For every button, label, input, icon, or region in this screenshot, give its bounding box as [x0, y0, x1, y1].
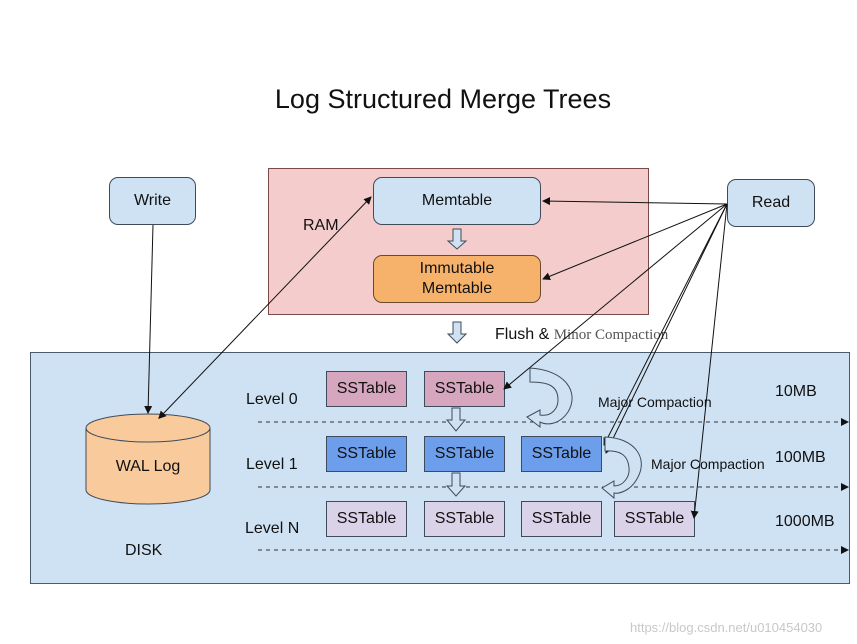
write-to-wal-arrow: [144, 224, 154, 414]
sstable-leveln-3: SSTable: [521, 501, 602, 537]
flush-arrow: [446, 321, 468, 344]
major-compaction-label-1: Major Compaction: [598, 394, 712, 410]
memtable-node: Memtable: [373, 177, 541, 225]
read-to-level1-arrow-2: [605, 203, 728, 454]
sstable-leveln-1: SSTable: [326, 501, 407, 537]
sstable-level1-3: SSTable: [521, 436, 602, 472]
read-node: Read: [727, 179, 815, 227]
read-to-immutable-arrow: [542, 203, 728, 281]
memtable-to-immutable-arrow: [446, 228, 468, 250]
disk-label: DISK: [125, 542, 163, 559]
diagram-title: Log Structured Merge Trees: [274, 84, 612, 114]
sstable-level1-2: SSTable: [424, 436, 505, 472]
major-compaction-label-2: Major Compaction: [651, 456, 765, 472]
level-1-size: 100MB: [775, 449, 826, 466]
read-to-level1-arrow: [603, 203, 728, 446]
immutable-label-line1: Immutable: [419, 260, 495, 277]
level-1-label: Level 1: [246, 456, 298, 473]
flush-label: Flush & Minor Compaction: [495, 326, 668, 344]
level-0-size: 10MB: [775, 383, 817, 400]
read-to-leveln-arrow: [690, 203, 728, 519]
major-compaction-curve-1: [526, 367, 573, 429]
sstable-leveln-2: SSTable: [424, 501, 505, 537]
read-to-memtable-arrow: [542, 197, 728, 206]
flush-label-part1: Flush &: [495, 326, 550, 343]
immutable-label-line2: Memtable: [421, 280, 493, 297]
level0-to-level1-arrow: [445, 407, 467, 432]
watermark-text: https://blog.csdn.net/u010454030: [630, 620, 823, 635]
sstable-level0-2: SSTable: [424, 371, 505, 407]
sstable-level1-1: SSTable: [326, 436, 407, 472]
read-to-level0-arrow: [503, 203, 728, 390]
level-n-size: 1000MB: [775, 513, 835, 530]
sstable-leveln-4: SSTable: [614, 501, 695, 537]
level-n-label: Level N: [245, 520, 300, 537]
immutable-memtable-node: Immutable Memtable: [373, 255, 541, 303]
major-compaction-curve-2: [601, 436, 642, 500]
wal-memtable-arrow: [158, 196, 372, 420]
wal-log-label: WAL Log: [115, 458, 181, 475]
flush-label-part2: Minor Compaction: [553, 327, 669, 343]
level1-to-leveln-arrow: [445, 472, 467, 497]
